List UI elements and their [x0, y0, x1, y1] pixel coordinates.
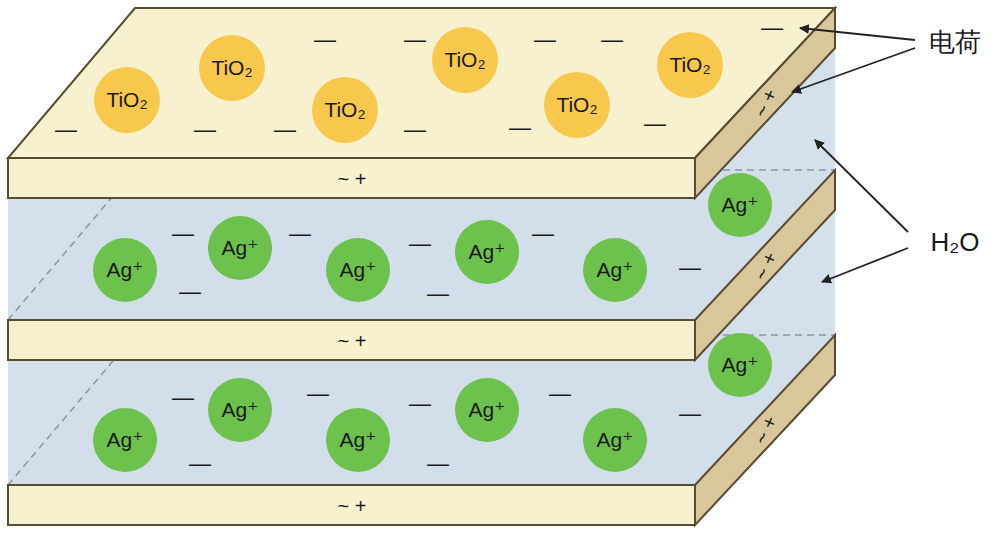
slab-side	[695, 8, 835, 198]
charge-sign: —	[404, 29, 426, 51]
silver-ion: Ag⁺	[583, 238, 647, 302]
ion-label: Ag⁺	[597, 428, 634, 452]
charge-sign: ~ +	[338, 496, 367, 516]
tio2-particle: TiO₂	[312, 77, 378, 143]
charge-sign: —	[55, 119, 77, 141]
ion-label: Ag⁺	[722, 353, 759, 377]
silver-ion: Ag⁺	[326, 238, 390, 302]
charge-sign: —	[172, 387, 194, 409]
particle-label: TiO₂	[324, 98, 365, 122]
charge-sign: —	[549, 383, 571, 405]
charge-sign: —	[194, 119, 216, 141]
ion-label: Ag⁺	[340, 258, 377, 282]
ion-label: Ag⁺	[469, 240, 506, 264]
silver-ion: Ag⁺	[93, 408, 157, 472]
tio2-particle: TiO₂	[432, 27, 498, 93]
ion-label: Ag⁺	[222, 398, 259, 422]
tio2-particle: TiO₂	[657, 32, 723, 98]
charge-sign: —	[644, 113, 666, 135]
charge-sign: —	[534, 29, 556, 51]
silver-ion: Ag⁺	[583, 408, 647, 472]
charge-sign: —	[509, 117, 531, 139]
slab-front	[8, 485, 695, 525]
charge-sign: —	[409, 393, 431, 415]
silver-ion: Ag⁺	[208, 378, 272, 442]
silver-ion: Ag⁺	[708, 173, 772, 237]
charge-sign: —	[289, 223, 311, 245]
charge-sign: —	[409, 233, 431, 255]
charge-sign: —	[189, 453, 211, 475]
ion-label: Ag⁺	[107, 258, 144, 282]
ion-label: Ag⁺	[469, 398, 506, 422]
silver-ion: Ag⁺	[93, 238, 157, 302]
charge-sign: —	[307, 383, 329, 405]
callout-label: 电荷	[929, 29, 981, 55]
leader-arrow	[800, 28, 915, 40]
silver-ion: Ag⁺	[455, 220, 519, 284]
charge-sign: —	[679, 403, 701, 425]
charge-sign: —	[274, 119, 296, 141]
particle-label: TiO₂	[106, 88, 147, 112]
slab-top	[8, 8, 835, 158]
particle-label: TiO₂	[556, 93, 597, 117]
ion-label: Ag⁺	[107, 428, 144, 452]
particle-label: TiO₂	[444, 48, 485, 72]
tio2-particle: TiO₂	[544, 72, 610, 138]
particle-label: TiO₂	[669, 53, 710, 77]
slab-side	[695, 170, 835, 360]
ion-label: Ag⁺	[340, 428, 377, 452]
charge-sign: ~ +	[338, 169, 367, 189]
leader-arrow	[822, 248, 908, 282]
charge-sign: —	[179, 281, 201, 303]
callout-label: H₂O	[930, 229, 979, 255]
charge-sign: ~ +	[338, 331, 367, 351]
charge-sign: —	[761, 17, 783, 39]
charge-sign: —	[532, 223, 554, 245]
silver-ion: Ag⁺	[708, 333, 772, 397]
ion-label: Ag⁺	[222, 236, 259, 260]
leader-arrow	[792, 48, 915, 92]
charge-sign: —	[404, 119, 426, 141]
charge-sign: —	[314, 29, 336, 51]
ion-label: Ag⁺	[597, 258, 634, 282]
particle-label: TiO₂	[211, 56, 252, 80]
charge-sign: —	[172, 223, 194, 245]
charge-sign: —	[427, 453, 449, 475]
charge-sign: —	[427, 283, 449, 305]
ion-label: Ag⁺	[722, 193, 759, 217]
tio2-particle: TiO₂	[94, 67, 160, 133]
silver-ion: Ag⁺	[455, 378, 519, 442]
silver-ion: Ag⁺	[208, 216, 272, 280]
slab-front	[8, 320, 695, 360]
silver-ion: Ag⁺	[326, 408, 390, 472]
charge-sign: —	[601, 29, 623, 51]
leader-arrow	[815, 140, 908, 232]
charge-sign: —	[679, 257, 701, 279]
tio2-particle: TiO₂	[199, 35, 265, 101]
slab-front	[8, 158, 695, 198]
